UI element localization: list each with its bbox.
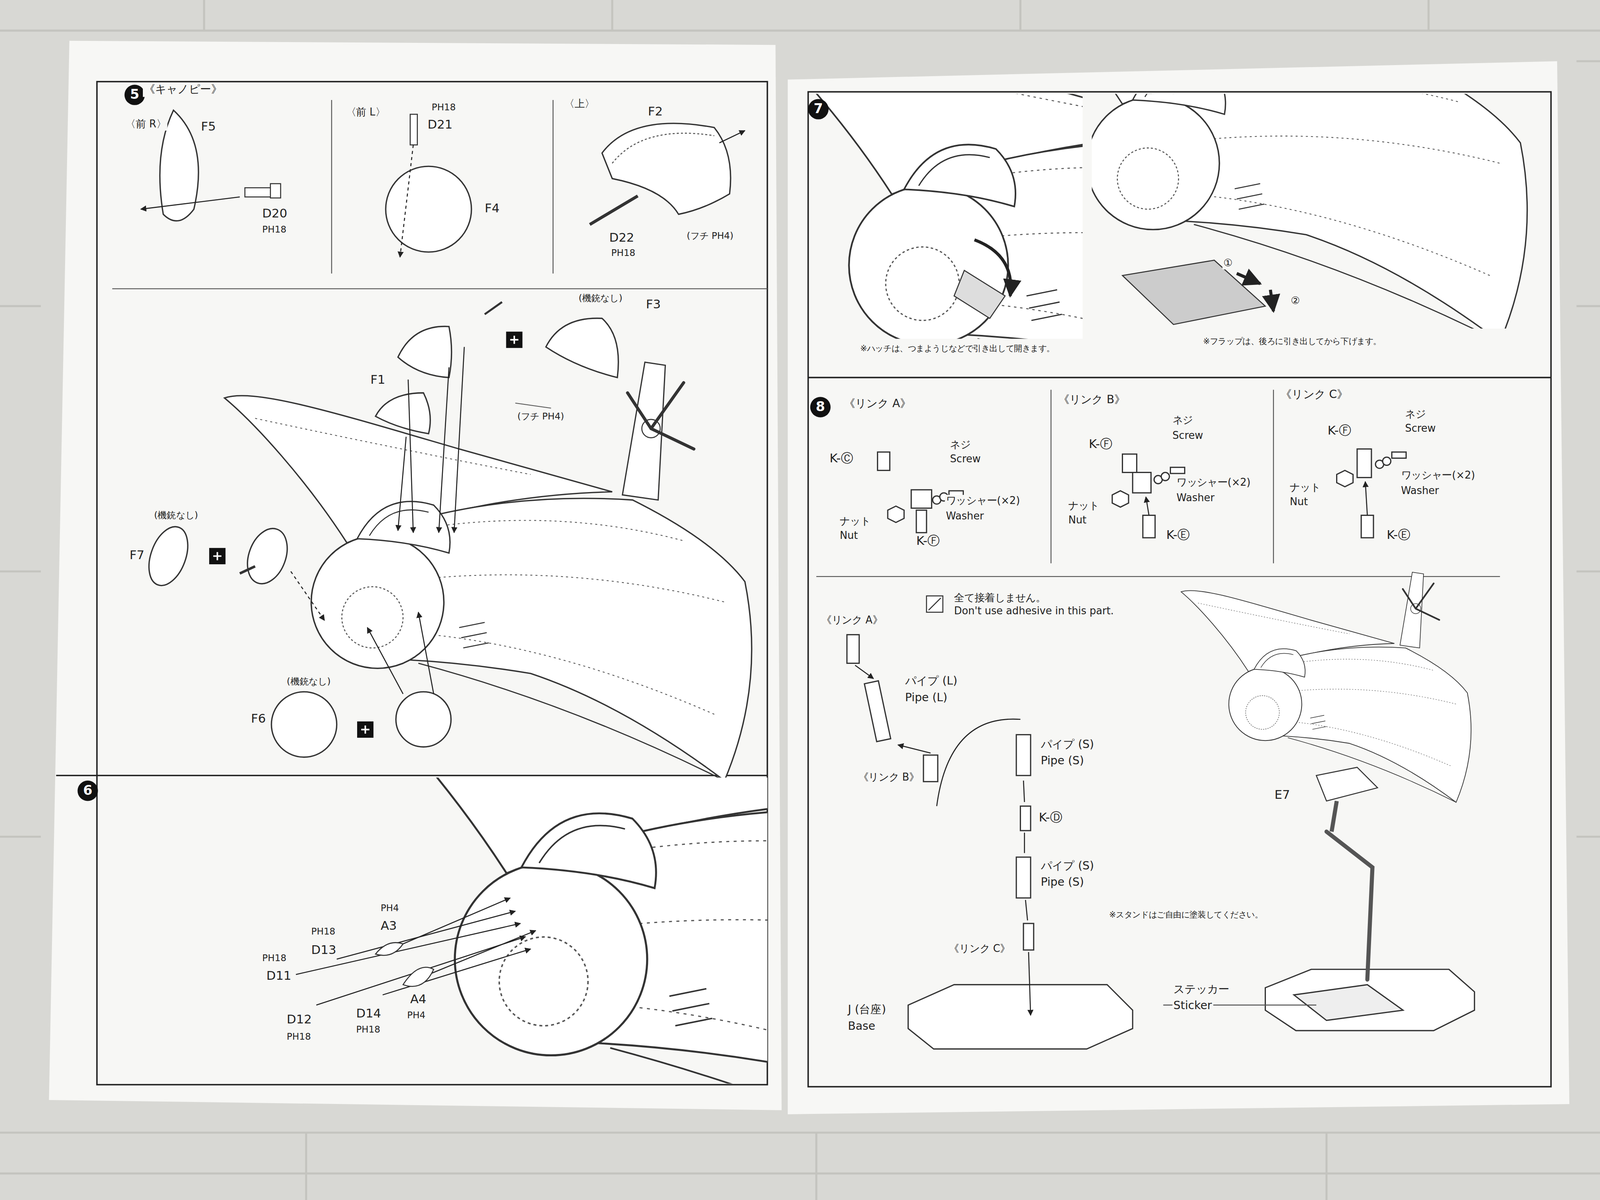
part-label: ナット <box>1288 481 1322 494</box>
part-label: D14 <box>355 1007 383 1022</box>
part-label: Nut <box>838 529 860 542</box>
part-label: ワッシャー(×2) <box>1175 476 1252 489</box>
part-label: E7 <box>1273 788 1291 803</box>
step-number: 5 <box>124 84 145 105</box>
part-label: Pipe (L) <box>903 691 949 705</box>
part-label: (機銃なし) <box>285 676 332 688</box>
part-label: PH18 <box>310 926 337 938</box>
part-label: Screw <box>1403 422 1437 435</box>
part-label: F1 <box>369 373 387 388</box>
part-label: K-Ⓒ <box>828 451 854 466</box>
part-label: ① <box>1222 257 1234 270</box>
part-label: Nut <box>1288 496 1310 508</box>
part-label: K-Ⓕ <box>915 534 941 549</box>
part-label: F3 <box>644 298 662 312</box>
part-label: ネジ <box>1403 408 1427 421</box>
part-label: 〈前 R〉 <box>124 118 168 131</box>
part-label: 《リンク C》 <box>948 942 1012 955</box>
part-label: F4 <box>483 201 501 216</box>
step-number: 6 <box>77 780 98 801</box>
part-label: Washer <box>1175 491 1216 504</box>
note-text: ※フラップは、後ろに引き出してから下げます。 <box>1201 336 1383 347</box>
part-label: PH4 <box>405 1010 427 1022</box>
part-label: Sticker <box>1172 1000 1214 1014</box>
part-label: 《リンク B》 <box>857 771 921 784</box>
part-label: J (台座) <box>846 1003 887 1018</box>
part-label: F6 <box>250 712 268 727</box>
part-label: パイプ (S) <box>1039 738 1095 752</box>
part-label: ワッシャー(×2) <box>1400 469 1477 482</box>
part-label: A3 <box>379 919 399 934</box>
part-label: ② <box>1289 294 1301 307</box>
part-label: (フチ PH4) <box>516 411 566 422</box>
part-label: Washer <box>1400 484 1441 497</box>
part-label: D12 <box>285 1013 313 1027</box>
part-label: PH18 <box>261 953 288 964</box>
part-label: 《リンク B》 <box>1057 394 1127 408</box>
part-label: PH18 <box>355 1024 382 1036</box>
part-label: 《リンク A》 <box>820 614 884 627</box>
part-label: PH18 <box>261 224 288 236</box>
part-label: ナット <box>1067 500 1100 512</box>
part-label: Base <box>846 1020 877 1034</box>
part-label: (機銃なし) <box>153 510 200 522</box>
part-label: PH18 <box>430 101 457 113</box>
part-label: (フチ PH4) <box>685 230 735 242</box>
part-label: Nut <box>1067 514 1088 527</box>
part-label: K-Ⓓ <box>1037 811 1064 825</box>
note-text: ※ハッチは、つまようじなどで引き出して開きます。 <box>859 344 1056 354</box>
part-label: 〈前 L〉 <box>344 105 387 118</box>
part-label: K-Ⓕ <box>1087 437 1114 452</box>
part-label: PH18 <box>285 1031 312 1043</box>
part-label: D22 <box>608 231 636 246</box>
part-label: F5 <box>200 120 218 135</box>
part-label: PH4 <box>379 903 400 914</box>
part-label: D13 <box>310 944 338 958</box>
part-label: F2 <box>646 105 664 120</box>
note-text: 全て接着しません。 <box>953 591 1048 604</box>
part-label: Screw <box>1171 429 1204 442</box>
part-label: Pipe (S) <box>1039 876 1085 890</box>
part-label: K-Ⓔ <box>1165 528 1191 543</box>
part-label: ワッシャー(×2) <box>944 494 1022 507</box>
part-label: パイプ (S) <box>1039 860 1095 874</box>
part-label: ネジ <box>948 438 972 451</box>
step-number: 7 <box>808 98 829 120</box>
part-label: 《リンク C》 <box>1279 388 1350 402</box>
part-label: Washer <box>944 510 985 523</box>
part-label: 〈上〉 <box>563 98 596 110</box>
part-label: D20 <box>261 207 289 222</box>
note-text: Don't use adhesive in this part. <box>953 605 1116 618</box>
part-label: D11 <box>265 969 293 984</box>
part-label: 《リンク A》 <box>842 398 913 412</box>
part-label: D21 <box>426 118 454 133</box>
part-label: F7 <box>128 548 146 563</box>
part-label: パイプ (L) <box>903 675 959 689</box>
part-label: 《キャノピー》 <box>142 83 224 97</box>
part-label: ナット <box>838 515 872 528</box>
part-label: Pipe (S) <box>1039 755 1085 769</box>
part-label: ステッカー <box>1172 983 1231 997</box>
part-label: PH18 <box>610 248 637 259</box>
part-label: ネジ <box>1171 414 1195 427</box>
step-number: 8 <box>810 396 831 418</box>
part-label: (機銃なし) <box>577 292 624 304</box>
part-label: Screw <box>948 453 982 466</box>
part-label: A4 <box>409 992 428 1007</box>
part-label: K-Ⓕ <box>1326 424 1352 439</box>
part-label: K-Ⓔ <box>1385 528 1412 543</box>
note-text: ※スタンドはご自由に塗装してください。 <box>1108 910 1265 920</box>
